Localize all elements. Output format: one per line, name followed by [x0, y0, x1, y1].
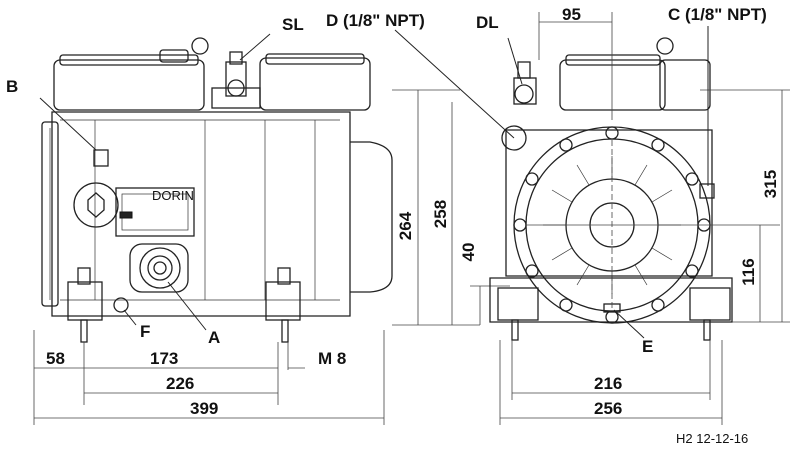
callout-d: D (1/8" NPT)	[326, 11, 425, 30]
end-cover-bolts	[513, 126, 711, 324]
dim-256: 256	[594, 399, 622, 418]
callout-sl: SL	[282, 15, 304, 34]
callout-dl: DL	[476, 13, 499, 32]
end-view-dimensions	[499, 12, 790, 425]
dim-258: 258	[431, 200, 450, 228]
dimension-values: 58 173 M 8 226 399 264 258 40 95 315 116…	[46, 5, 780, 418]
dim-m8: M 8	[318, 349, 346, 368]
callout-labels: SL D (1/8" NPT) DL C (1/8" NPT) B F A E	[6, 5, 767, 356]
dim-40: 40	[459, 243, 478, 262]
callout-b: B	[6, 77, 18, 96]
callout-leaders	[39, 26, 709, 339]
dim-315: 315	[761, 170, 780, 198]
callout-c: C (1/8" NPT)	[668, 5, 767, 24]
side-view-dimensions	[33, 89, 510, 425]
dim-216: 216	[594, 374, 622, 393]
dim-264: 264	[396, 211, 415, 240]
dim-226: 226	[166, 374, 194, 393]
dim-116: 116	[739, 258, 758, 285]
dim-173: 173	[150, 349, 178, 368]
end-view	[489, 37, 733, 341]
callout-e: E	[642, 337, 653, 356]
brand-plate-text: DORIN	[152, 188, 194, 203]
dim-58: 58	[46, 349, 65, 368]
drawing-id: H2 12-12-16	[676, 431, 748, 446]
callout-a: A	[208, 328, 220, 347]
side-view: DORIN	[41, 37, 393, 343]
dim-95: 95	[562, 5, 581, 24]
dim-399: 399	[190, 399, 218, 418]
callout-f: F	[140, 322, 150, 341]
